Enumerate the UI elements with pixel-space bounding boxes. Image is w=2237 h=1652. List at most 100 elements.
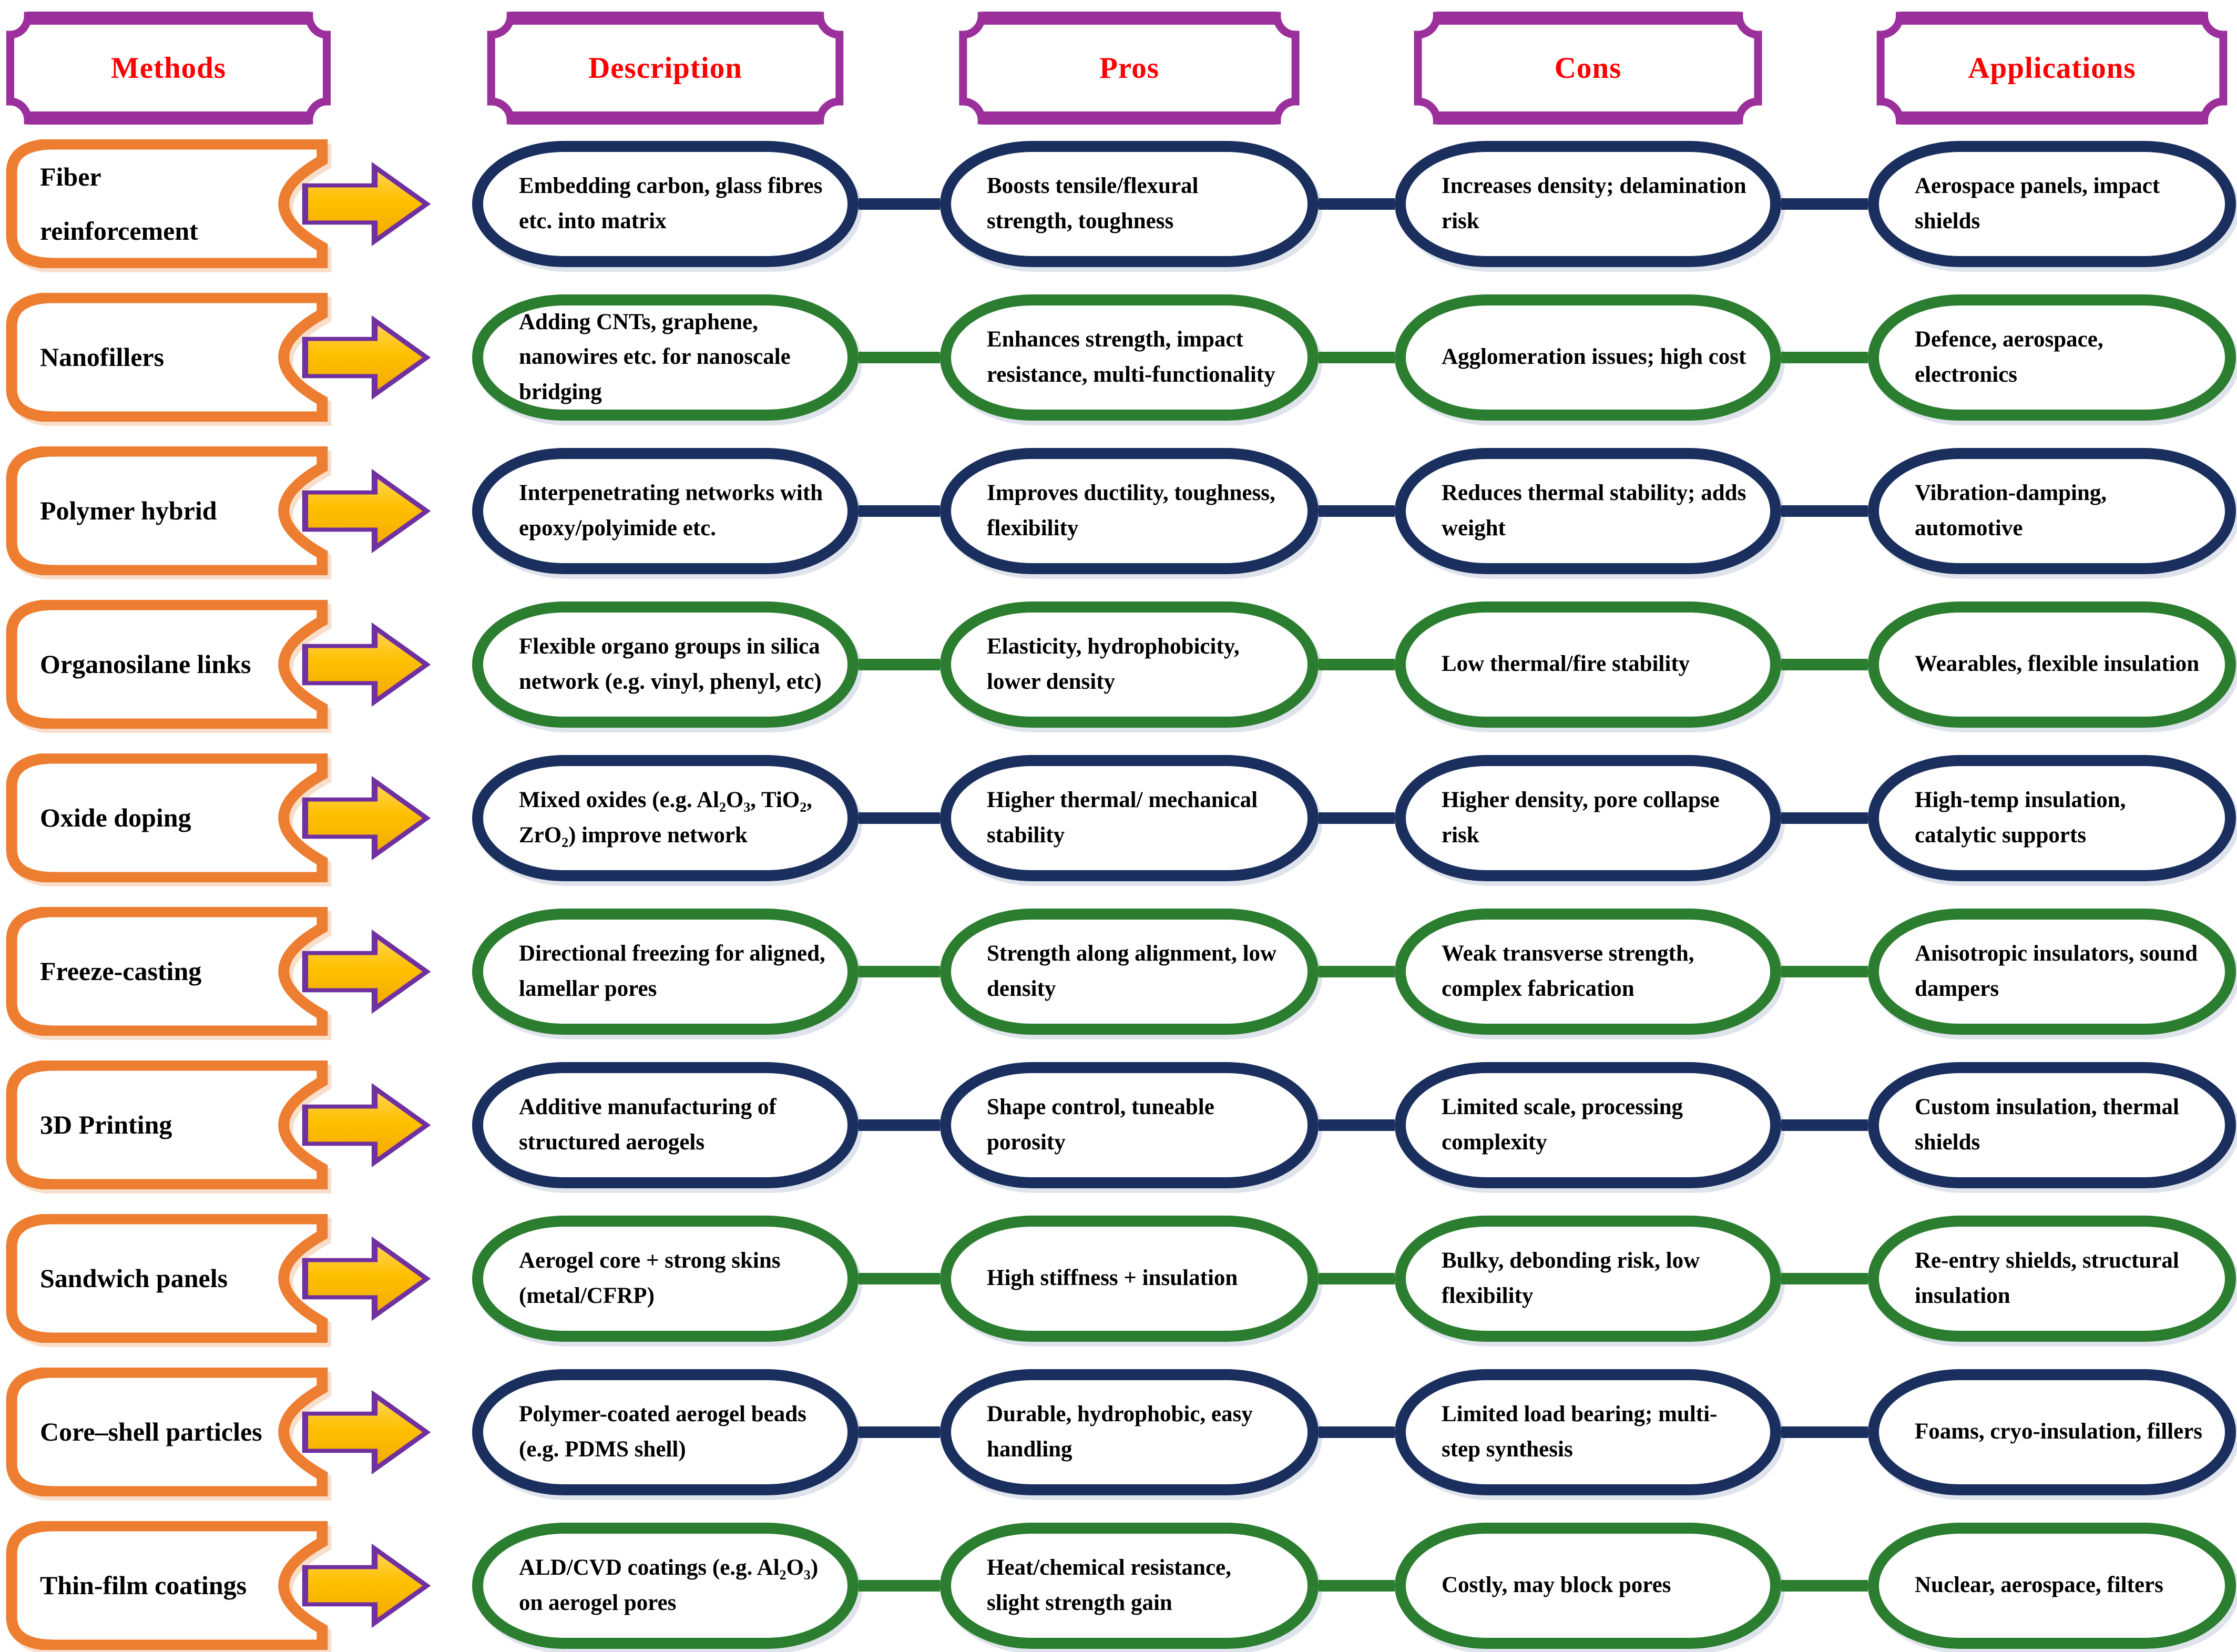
cons-box: Weak transverse strength, complex fabric… [1395, 908, 1781, 1035]
applications-box: High-temp insulation, catalytic supports [1868, 754, 2236, 881]
cylinder-shape-icon [4, 139, 333, 268]
description-text: Aerogel core + strong skins (metal/CFRP) [519, 1248, 781, 1308]
pros-text: Durable, hydrophobic, easy handling [987, 1401, 1253, 1462]
cons-box: Agglomeration issues; high cost [1395, 294, 1781, 421]
connector-line [859, 1119, 940, 1131]
connector-line [1319, 1579, 1395, 1592]
description-box: ALD/CVD coatings (e.g. Al₂O₃) on aerogel… [472, 1522, 859, 1649]
applications-text: High-temp insulation, catalytic supports [1915, 787, 2126, 848]
cylinder-shape-icon [4, 446, 333, 575]
table-row: 3D Printing Additive manufacturing of st… [4, 1060, 2237, 1189]
connector-line [1319, 351, 1395, 363]
connector-line [1781, 1426, 1868, 1438]
cylinder-shape-icon [4, 1060, 333, 1189]
right-arrow-icon [302, 907, 472, 1036]
table-row: Freeze-casting Directional freezing for … [4, 907, 2237, 1036]
connector-line [859, 1426, 940, 1438]
connector-line [1781, 1119, 1868, 1131]
applications-text: Wearables, flexible insulation [1915, 651, 2200, 677]
applications-text: Anisotropic insulators, sound dampers [1915, 941, 2198, 1001]
connector-line [1319, 812, 1395, 824]
cons-text: Limited load bearing; multi-step synthes… [1442, 1401, 1718, 1462]
connector-line [859, 351, 940, 363]
connector-line [1319, 1272, 1395, 1284]
connector-line [859, 812, 940, 824]
pros-box: Improves ductility, toughness, flexibili… [940, 447, 1319, 574]
applications-text: Re-entry shields, structural insulation [1915, 1248, 2179, 1308]
cylinder-shape-icon [4, 753, 333, 882]
description-box: Embedding carbon, glass fibres etc. into… [472, 140, 859, 267]
cylinder-shape-icon [4, 600, 333, 729]
table-row: Thin-film coatings ALD/CVD coatings (e.g… [4, 1521, 2237, 1650]
method-box: Sandwich panels [4, 1214, 333, 1343]
pros-box: Enhances strength, impact resistance, mu… [940, 294, 1319, 421]
pros-box: Elasticity, hydrophobicity, lower densit… [940, 601, 1319, 728]
header-methods: Methods [6, 12, 331, 125]
table-row: Organosilane links Flexible organo group… [4, 600, 2237, 729]
table-row: Core–shell particles Polymer-coated aero… [4, 1368, 2237, 1496]
table-row: Fiber reinforcement Embedding carbon, gl… [4, 139, 2237, 268]
method-label: Thin-film coatings [40, 1571, 247, 1600]
connector-line [859, 505, 940, 517]
right-arrow-icon [302, 1368, 472, 1496]
cons-text: Limited scale, processing complexity [1442, 1094, 1683, 1155]
right-arrow-icon [302, 1060, 472, 1189]
header-row: Methods Description Pros Cons Applic [4, 12, 2237, 125]
applications-box: Re-entry shields, structural insulation [1868, 1215, 2236, 1342]
applications-text: Nuclear, aerospace, filters [1915, 1573, 2163, 1598]
connector-line [1319, 965, 1395, 977]
method-box: Fiber reinforcement [4, 139, 333, 268]
pros-text: Elasticity, hydrophobicity, lower densit… [987, 634, 1240, 694]
header-label: Cons [1554, 52, 1622, 85]
connector-line [1781, 1579, 1868, 1592]
pros-box: Shape control, tuneable porosity [940, 1062, 1319, 1188]
cons-box: Increases density; delamination risk [1395, 140, 1781, 267]
pros-text: Heat/chemical resistance, slight strengt… [987, 1555, 1231, 1615]
description-text: Polymer-coated aerogel beads (e.g. PDMS … [519, 1401, 806, 1462]
applications-box: Defence, aerospace, electronics [1868, 294, 2236, 421]
pros-box: Boosts tensile/flexural strength, toughn… [940, 140, 1319, 267]
method-box: Organosilane links [4, 600, 333, 729]
right-arrow-icon [302, 600, 472, 729]
table-row: Sandwich panels Aerogel core + strong sk… [4, 1214, 2237, 1343]
applications-text: Defence, aerospace, electronics [1915, 327, 2103, 387]
connector-line [1781, 505, 1868, 517]
applications-box: Aerospace panels, impact shields [1868, 140, 2236, 267]
connector-line [859, 1579, 940, 1592]
cons-box: Low thermal/fire stability [1395, 601, 1781, 728]
pros-text: High stiffness + insulation [987, 1266, 1238, 1291]
right-arrow-icon [302, 753, 472, 882]
description-box: Directional freezing for aligned, lamell… [472, 908, 859, 1035]
method-label: 3D Printing [40, 1110, 172, 1140]
header-label: Methods [110, 52, 227, 85]
cylinder-shape-icon [4, 1214, 333, 1343]
pros-text: Higher thermal/ mechanical stability [987, 787, 1258, 848]
connector-line [1781, 198, 1868, 210]
header-label: Pros [1099, 52, 1159, 85]
cons-text: Bulky, debonding risk, low flexibility [1442, 1248, 1700, 1308]
plaque-frame-icon [487, 12, 844, 125]
cons-text: Agglomeration issues; high cost [1442, 344, 1746, 370]
cons-box: Reduces thermal stability; adds weight [1395, 447, 1781, 574]
cylinder-shape-icon [4, 1521, 333, 1650]
pros-box: Higher thermal/ mechanical stability [940, 754, 1319, 881]
method-box: Nanofillers [4, 293, 333, 422]
header-cons: Cons [1414, 12, 1762, 125]
applications-box: Custom insulation, thermal shields [1868, 1062, 2236, 1188]
description-text: Directional freezing for aligned, lamell… [519, 941, 825, 1001]
cons-text: Higher density, pore collapse risk [1442, 787, 1720, 848]
connector-line [1319, 505, 1395, 517]
connector-line [1781, 812, 1868, 824]
connector-line [859, 1272, 940, 1284]
description-text: Additive manufacturing of structured aer… [519, 1094, 777, 1155]
method-label: Oxide doping [40, 803, 191, 833]
connector-line [859, 198, 940, 210]
cons-text: Weak transverse strength, complex fabric… [1442, 941, 1694, 1001]
connector-line [1319, 1119, 1395, 1131]
description-box: Additive manufacturing of structured aer… [472, 1062, 859, 1188]
cons-box: Limited scale, processing complexity [1395, 1062, 1781, 1188]
applications-box: Foams, cryo-insulation, fillers [1868, 1369, 2236, 1495]
table-row: Oxide doping Mixed oxides (e.g. Al₂O₃, T… [4, 753, 2237, 882]
cons-text: Increases density; delamination risk [1442, 173, 1746, 233]
method-box: Polymer hybrid [4, 446, 333, 575]
